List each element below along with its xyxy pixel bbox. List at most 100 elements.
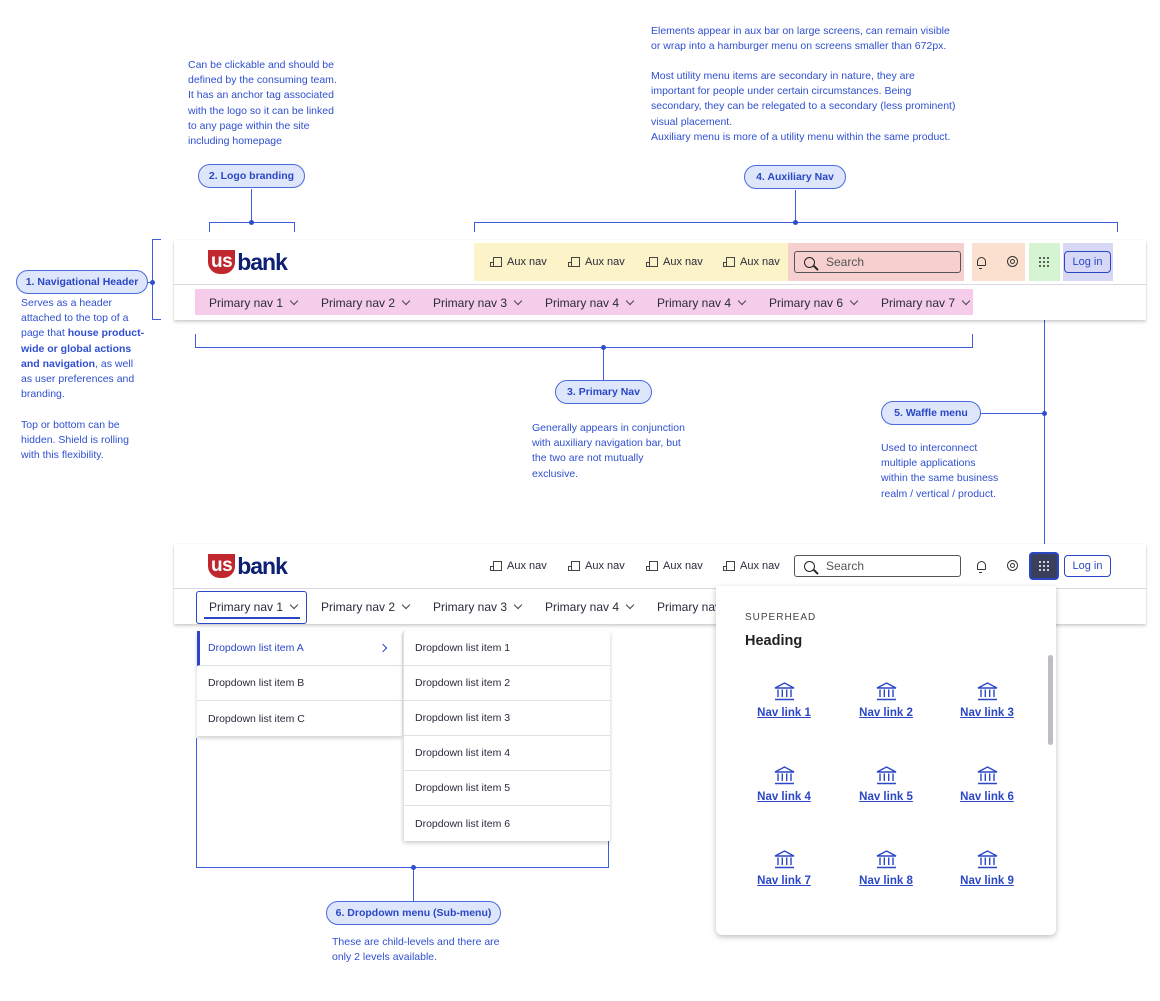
chevron-down-icon [737, 296, 747, 306]
login-button[interactable]: Log in [1064, 555, 1111, 577]
primary-nav-label: Primary nav 1 [209, 296, 284, 310]
aux-annotation-note-1: Elements appear in aux bar on large scre… [651, 25, 950, 53]
search-input[interactable]: Search [794, 251, 961, 273]
connector-dot [793, 220, 798, 225]
aux-nav-label: Aux nav [507, 560, 547, 572]
aux-nav-item[interactable]: Aux nav [490, 251, 547, 273]
label-auxiliary-nav: 4. Auxiliary Nav [744, 165, 846, 189]
connector-line [1117, 222, 1118, 232]
bell-icon[interactable] [977, 561, 986, 573]
chevron-down-icon [625, 296, 635, 306]
dropdown-item[interactable]: Dropdown list item 4 [404, 736, 610, 771]
connector-line [795, 190, 796, 223]
bank-icon [876, 682, 897, 701]
logo-us: us [208, 250, 236, 274]
panel-scrollbar[interactable] [1048, 655, 1053, 745]
label-dropdown-menu: 6. Dropdown menu (Sub-menu) [326, 901, 501, 925]
chevron-right-icon [378, 643, 388, 653]
primary-nav-item[interactable]: Primary nav 4 [545, 596, 635, 618]
dropdown-item-label: Dropdown list item A [208, 642, 304, 654]
aux-nav-item[interactable]: Aux nav [568, 555, 625, 577]
aux-nav-item[interactable]: Aux nav [723, 555, 780, 577]
user-icon[interactable] [1007, 256, 1018, 267]
primary-nav-label: Primary nav [657, 600, 722, 614]
primary-nav-item[interactable]: Primary nav 3 [433, 292, 523, 314]
waffle-icon[interactable] [1039, 257, 1049, 267]
bank-icon [876, 850, 897, 869]
aux-nav-item[interactable]: Aux nav [723, 251, 780, 273]
header-note-bold: house product-wide or global actions and… [21, 327, 145, 370]
dropdown-item[interactable]: Dropdown list item 5 [404, 771, 610, 806]
aux-nav-label: Aux nav [507, 256, 547, 268]
login-button[interactable]: Log in [1064, 251, 1111, 273]
building-icon [723, 257, 735, 267]
primary-nav-label: Primary nav 4 [545, 600, 620, 614]
aux-nav-item[interactable]: Aux nav [490, 555, 547, 577]
aux-nav-label: Aux nav [740, 560, 780, 572]
nav-link[interactable]: Nav link 4 [757, 791, 811, 803]
aux-nav-item[interactable]: Aux nav [646, 555, 703, 577]
connector-line [294, 222, 295, 232]
dropdown-item-label: Dropdown list item 3 [415, 712, 511, 724]
connector-line [152, 239, 161, 240]
label-logo-branding: 2. Logo branding [198, 164, 305, 188]
nav-link[interactable]: Nav link 2 [859, 707, 913, 719]
primary-nav-item[interactable]: Primary nav [657, 596, 721, 618]
connector-line [152, 319, 161, 320]
primary-nav-item[interactable]: Primary nav 2 [321, 596, 411, 618]
user-icon[interactable] [1007, 560, 1018, 571]
connector-dot [1042, 411, 1047, 416]
search-icon [804, 256, 815, 268]
dropdown-item[interactable]: Dropdown list item 2 [404, 666, 610, 701]
connector-line [603, 347, 604, 380]
primary-nav-item[interactable]: Primary nav 4 [545, 292, 635, 314]
nav-link[interactable]: Nav link 6 [960, 791, 1014, 803]
primary-nav-item[interactable]: Primary nav 1 [209, 596, 299, 618]
connector-line [980, 413, 1045, 414]
primary-nav-label: Primary nav 3 [433, 600, 508, 614]
waffle-icon [1039, 561, 1049, 571]
dropdown-item[interactable]: Dropdown list item 6 [404, 806, 610, 841]
nav-link[interactable]: Nav link 1 [757, 707, 811, 719]
connector-line [251, 189, 252, 223]
waffle-button-active[interactable] [1029, 552, 1059, 580]
nav-link[interactable]: Nav link 9 [960, 875, 1014, 887]
dropdown-item-active[interactable]: Dropdown list item A [197, 631, 402, 666]
search-input[interactable]: Search [794, 555, 961, 577]
logo-bank: bank [237, 552, 288, 579]
nav-link[interactable]: Nav link 8 [859, 875, 913, 887]
search-highlight [788, 243, 964, 281]
primary-nav-item[interactable]: Primary nav 3 [433, 596, 523, 618]
dropdown-item-label: Dropdown list item 1 [415, 642, 511, 654]
primary-nav-item[interactable]: Primary nav 1 [209, 292, 299, 314]
dropdown-item[interactable]: Dropdown list item B [197, 666, 402, 701]
label-primary-nav: 3. Primary Nav [555, 380, 652, 404]
active-underline [204, 617, 300, 619]
bank-icon [774, 850, 795, 869]
nav-link[interactable]: Nav link 7 [757, 875, 811, 887]
nav-link[interactable]: Nav link 3 [960, 707, 1014, 719]
dropdown-item[interactable]: Dropdown list item C [197, 701, 402, 736]
primary-nav-item[interactable]: Primary nav 7 [881, 292, 971, 314]
connector-dot [249, 220, 254, 225]
primary-nav-item[interactable]: Primary nav 2 [321, 292, 411, 314]
header-annotation-note-2: Top or bottom can be hidden. Shield is r… [21, 419, 129, 462]
aux-nav-item[interactable]: Aux nav [646, 251, 703, 273]
header-note-part-a: Serves as a header attached to the top o… [21, 297, 129, 340]
primary-nav-item[interactable]: Primary nav 4 [657, 292, 747, 314]
bell-icon[interactable] [977, 257, 986, 269]
primary-nav-item-active[interactable] [196, 591, 307, 624]
nav-link[interactable]: Nav link 5 [859, 791, 913, 803]
bank-icon [977, 850, 998, 869]
building-icon [646, 257, 658, 267]
dropdown-item[interactable]: Dropdown list item 1 [404, 631, 610, 666]
aux-nav-item[interactable]: Aux nav [568, 251, 625, 273]
aux-nav-label: Aux nav [740, 256, 780, 268]
waffle-annotation-note: Used to interconnect multiple applicatio… [881, 442, 999, 500]
connector-line [209, 222, 210, 232]
primary-nav-item[interactable]: Primary nav 6 [769, 292, 859, 314]
dropdown-item[interactable]: Dropdown list item 3 [404, 701, 610, 736]
